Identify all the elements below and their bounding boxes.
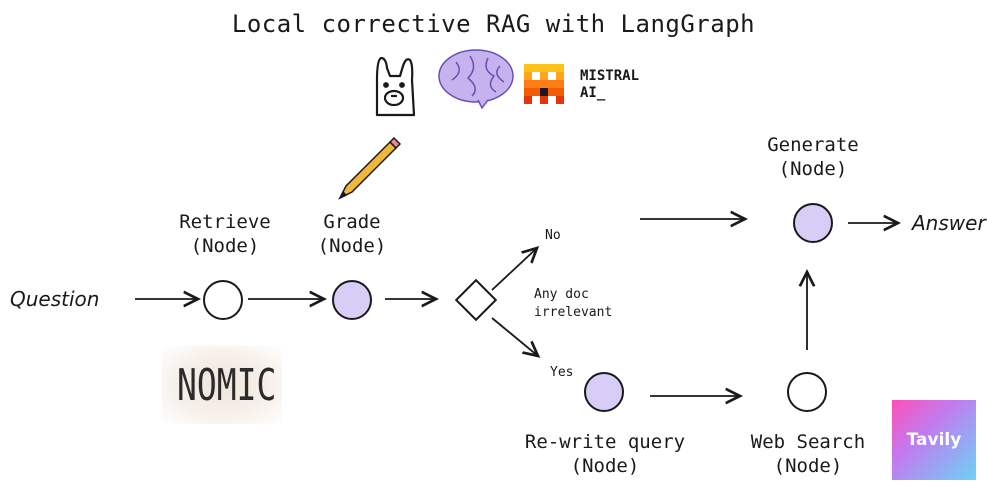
brain-icon bbox=[438, 49, 514, 110]
pencil-icon bbox=[338, 136, 402, 200]
node-websearch bbox=[787, 372, 827, 412]
rewrite-name: Re-write query bbox=[524, 431, 686, 453]
rewrite-label: Re-write query (Node) bbox=[515, 430, 695, 478]
llama-icon bbox=[375, 56, 416, 117]
websearch-name: Web Search bbox=[750, 431, 866, 453]
node-decision bbox=[454, 278, 498, 322]
retrieve-label: Retrieve (Node) bbox=[165, 210, 285, 258]
decision-line-2: irrelevant bbox=[534, 305, 613, 320]
tavily-wordmark: Tavily bbox=[906, 430, 962, 450]
node-generate bbox=[793, 203, 833, 243]
mistral-line-1: MISTRAL bbox=[580, 68, 640, 84]
node-grade bbox=[332, 280, 372, 320]
generate-type: (Node) bbox=[778, 158, 848, 180]
arrow-decision-yes bbox=[491, 317, 538, 356]
mistral-line-2: AI_ bbox=[580, 85, 606, 101]
mistral-logo-icon bbox=[524, 64, 564, 104]
question-label: Question bbox=[10, 287, 100, 311]
diagram-title: Local corrective RAG with LangGraph bbox=[231, 10, 756, 38]
decision-no-label: No bbox=[545, 228, 561, 243]
grade-name: Grade bbox=[323, 211, 381, 233]
mistral-wordmark: MISTRAL AI_ bbox=[580, 68, 639, 102]
rewrite-type: (Node) bbox=[570, 455, 640, 477]
decision-yes-label: Yes bbox=[550, 365, 574, 380]
node-retrieve bbox=[203, 280, 243, 320]
generate-name: Generate bbox=[767, 134, 859, 156]
decision-line-1: Any doc bbox=[534, 287, 589, 302]
retrieve-name: Retrieve bbox=[179, 211, 271, 233]
retrieve-type: (Node) bbox=[190, 235, 260, 257]
tavily-logo: Tavily bbox=[892, 400, 976, 480]
nomic-logo: NOMIC bbox=[162, 346, 282, 424]
websearch-label: Web Search (Node) bbox=[738, 430, 878, 478]
arrow-decision-no bbox=[491, 248, 537, 291]
answer-label: Answer bbox=[912, 211, 986, 235]
node-rewrite bbox=[584, 372, 624, 412]
generate-label: Generate (Node) bbox=[748, 133, 878, 181]
grade-type: (Node) bbox=[317, 235, 387, 257]
grade-label: Grade (Node) bbox=[302, 210, 402, 258]
nomic-wordmark: NOMIC bbox=[177, 360, 277, 411]
decision-condition-label: Any doc irrelevant bbox=[534, 286, 612, 322]
websearch-type: (Node) bbox=[773, 455, 843, 477]
